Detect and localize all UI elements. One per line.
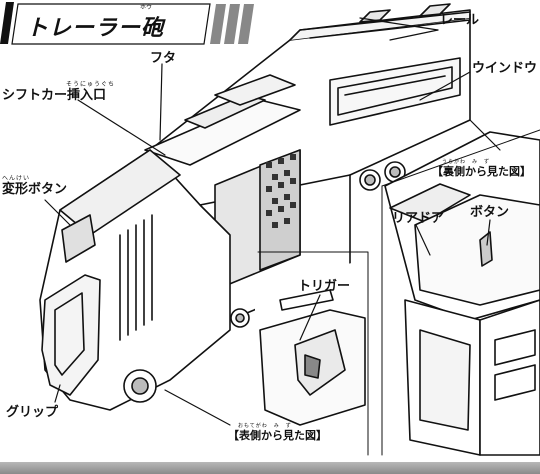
title-ruby: ホウ xyxy=(140,4,153,11)
label-trigger: トリガー xyxy=(298,279,351,294)
caption-back-view: うらがわ み ず 【裏側から見た図】 xyxy=(432,159,531,178)
label-rail: レール xyxy=(440,13,480,28)
label-lid: フタ xyxy=(150,51,177,66)
caption-front-view: おもてがわ み ず 【表側から見た図】 xyxy=(228,423,327,442)
title-banner xyxy=(0,2,254,45)
label-grip: グリップ xyxy=(6,405,59,420)
label-shift-car-slot: そうにゅうぐち シフトカー挿入口 xyxy=(2,81,116,103)
label-button: ボタン xyxy=(470,205,510,220)
label-transform-button: へんけい 変形ボタン xyxy=(2,175,68,197)
label-window: ウインドウ xyxy=(472,61,538,76)
label-rear-door: リアドア xyxy=(392,211,445,226)
bottom-bar xyxy=(0,462,540,474)
page-title: トレーラー砲 xyxy=(26,16,165,41)
